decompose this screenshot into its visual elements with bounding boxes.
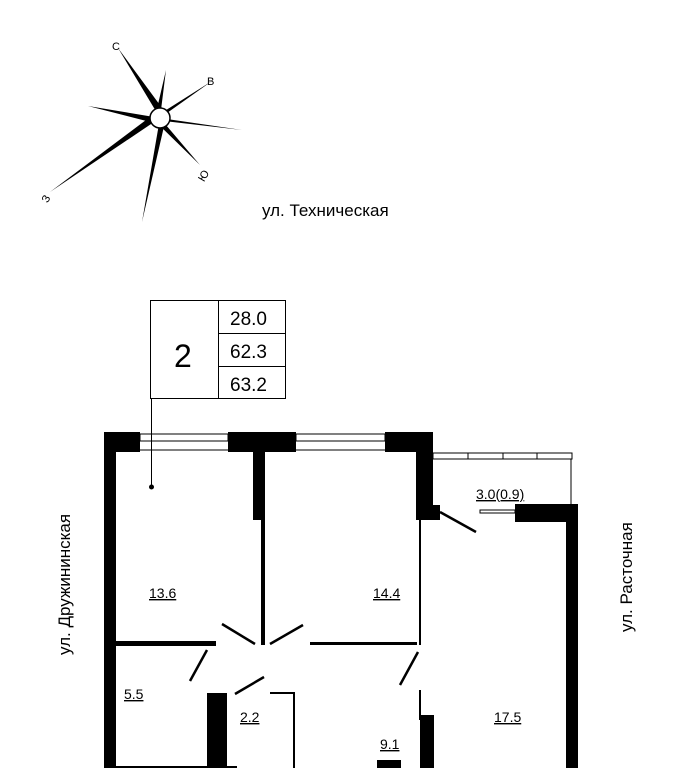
compass-south-label: Ю bbox=[196, 168, 212, 184]
compass-east-label: В bbox=[207, 76, 214, 88]
compass-rose-icon bbox=[50, 48, 242, 222]
street-left-label: ул. Дружининская bbox=[55, 514, 74, 655]
total-area-with-balcony: 63.2 bbox=[230, 375, 267, 396]
living-area: 28.0 bbox=[230, 309, 267, 330]
room-area-balcony: 3.0(0.9) bbox=[476, 486, 524, 502]
total-area: 62.3 bbox=[230, 342, 267, 363]
room-area-hall: 9.1 bbox=[380, 736, 400, 752]
windows bbox=[139, 433, 573, 514]
room-area-bedroom-1: 13.6 bbox=[149, 585, 176, 601]
doors bbox=[188, 510, 477, 696]
room-area-bedroom-2: 14.4 bbox=[373, 585, 400, 601]
leader-dot bbox=[149, 484, 154, 490]
street-right-label: ул. Расточная bbox=[617, 522, 636, 632]
room-area-kitchen: 17.5 bbox=[494, 709, 521, 725]
compass-north-label: С bbox=[112, 41, 120, 53]
rooms-count: 2 bbox=[174, 338, 192, 374]
street-top-label: ул. Техническая bbox=[262, 201, 389, 220]
compass-west-label: З bbox=[40, 193, 54, 205]
room-area-toilet: 2.2 bbox=[240, 709, 260, 725]
walls bbox=[104, 432, 578, 768]
room-area-bathroom: 5.5 bbox=[124, 686, 144, 702]
apartment-info-table bbox=[150, 300, 286, 487]
